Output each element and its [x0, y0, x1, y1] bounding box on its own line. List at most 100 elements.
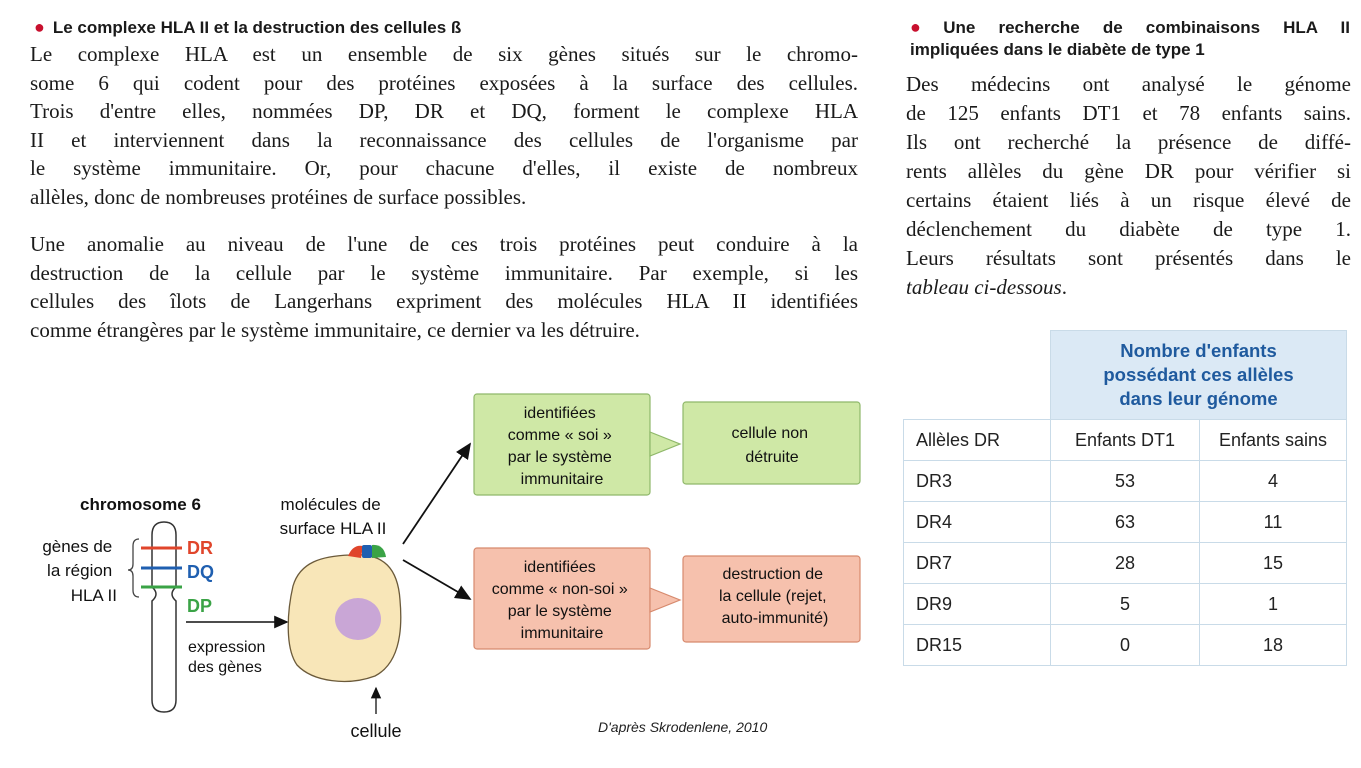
diagram-source: D'après Skrodenlene, 2010 — [598, 719, 768, 735]
table-blank-cell — [903, 330, 1051, 420]
box-destruction — [682, 555, 861, 643]
box-not-destroyed-line: cellule non — [732, 425, 809, 442]
paragraph-line: Le complexe HLA est un ensemble de six g… — [30, 42, 858, 66]
box-destruction-line: destruction de — [723, 566, 824, 583]
arrow-to-self — [402, 442, 472, 545]
molecules-label: molécules de surface HLA II — [280, 495, 387, 538]
paragraph-line: Une anomalie au niveau de l'une de ces t… — [30, 232, 858, 256]
box-nonself-text: identifiées comme « non-soi » par le sys… — [492, 559, 633, 642]
allele-cell: DR7 — [903, 542, 1051, 584]
paragraph-line: déclenchement du diabète de type 1. — [906, 217, 1351, 241]
left-section-title: ●Le complexe HLA II et la destruction de… — [34, 16, 461, 39]
paragraph-line: comme étrangères par le système immunita… — [30, 317, 640, 342]
expression-line: expression — [188, 639, 265, 656]
box-nonself-line: par le système — [508, 603, 612, 620]
table-row: DR15 0 18 — [903, 624, 1347, 666]
expression-label: expression des gènes — [188, 639, 270, 676]
genes-brace — [127, 538, 140, 598]
box-nonself-line: immunitaire — [521, 625, 604, 642]
sentence-end: . — [1061, 275, 1067, 299]
allele-cell: DR15 — [903, 624, 1051, 666]
box-self-line: par le système — [508, 449, 612, 466]
molecules-line: surface HLA II — [280, 519, 387, 538]
gene-dq-label: DQ — [187, 562, 214, 582]
col-dt1-header: Enfants DT1 — [1050, 419, 1200, 461]
right-section-title: ●Une recherche de combinaisons HLA II im… — [910, 16, 1350, 61]
right-title-line-2: impliquées dans le diabète de type 1 — [910, 40, 1205, 59]
right-title-text: Une recherche de combinaisons HLA II — [943, 18, 1350, 37]
hla-dp-molecule — [372, 544, 386, 558]
chromosome-label: chromosome 6 — [80, 495, 201, 514]
allele-cell: DR4 — [903, 501, 1051, 543]
box-self-text: identifiées comme « soi » par le système… — [508, 405, 617, 488]
dt1-cell: 53 — [1050, 460, 1200, 502]
table-column-row: Allèles DR Enfants DT1 Enfants sains — [903, 419, 1347, 461]
col-sains-header: Enfants sains — [1199, 419, 1347, 461]
paragraph-line: Ils ont recherché la présence de diffé- — [906, 130, 1351, 154]
col-alleles-header: Allèles DR — [903, 419, 1051, 461]
paragraph-line: Trois d'entre elles, nommées DP, DR et D… — [30, 99, 858, 123]
paragraph-line: destruction de la cellule par le système… — [30, 260, 858, 285]
paragraph-line: le système immunitaire. Or, pour chacune… — [30, 156, 858, 180]
dr-alleles-table: Nombre d'enfants possédant ces allèles d… — [903, 330, 1347, 666]
cell-label: cellule — [350, 721, 401, 741]
genes-label-line: la région — [47, 561, 112, 580]
table-header-row: Nombre d'enfants possédant ces allèles d… — [903, 330, 1347, 420]
sains-cell: 15 — [1199, 542, 1347, 584]
paragraph-line: allèles, donc de nombreuses protéines de… — [30, 184, 527, 209]
left-paragraph-1: Le complexe HLA est un ensemble de six g… — [30, 40, 858, 211]
hla-dr-molecule — [348, 545, 363, 558]
expression-line: des gènes — [188, 659, 262, 676]
paragraph-line: some 6 qui codent pour des protéines exp… — [30, 70, 858, 95]
sains-cell: 18 — [1199, 624, 1347, 666]
bullet-icon: ● — [34, 17, 45, 37]
allele-cell: DR3 — [903, 460, 1051, 502]
table-row: DR3 53 4 — [903, 460, 1347, 502]
box-nonself-pointer — [649, 587, 682, 613]
box-self-line: comme « soi » — [508, 427, 612, 444]
header-line: Nombre d'enfants — [1120, 340, 1277, 361]
box-destruction-text: destruction de la cellule (rejet, auto-i… — [719, 566, 831, 627]
hla-diagram: chromosome 6 gènes de la région HLA II D… — [42, 393, 861, 741]
box-nonself-line: identifiées — [524, 559, 596, 576]
genes-label: gènes de la région HLA II — [42, 537, 117, 605]
allele-cell: DR9 — [903, 583, 1051, 625]
box-not-destroyed-text: cellule non détruite — [732, 425, 813, 466]
box-not-destroyed — [682, 401, 861, 485]
genes-label-line: gènes de — [42, 537, 112, 556]
paragraph-line-last: tableau ci-dessous. — [906, 273, 1351, 302]
paragraph-line: Des médecins ont analysé le génome — [906, 72, 1351, 96]
box-not-destroyed-line: détruite — [745, 449, 798, 466]
bullet-icon: ● — [910, 17, 940, 37]
chromosome-shape — [151, 521, 177, 713]
table-row: DR4 63 11 — [903, 501, 1347, 543]
header-line: possédant ces allèles — [1103, 364, 1294, 385]
table-reference: tableau ci-dessous — [906, 275, 1062, 299]
paragraph-line: certains étaient liés à un risque élevé … — [906, 188, 1351, 212]
box-destruction-line: auto-immunité) — [722, 610, 829, 627]
paragraph-line: cellules des îlots de Langerhans exprime… — [30, 289, 858, 313]
dt1-cell: 28 — [1050, 542, 1200, 584]
box-nonself-line: comme « non-soi » — [492, 581, 628, 598]
sains-cell: 11 — [1199, 501, 1347, 543]
paragraph-line: rents allèles du gène DR pour vérifier s… — [906, 159, 1351, 183]
box-self-pointer — [649, 431, 682, 457]
dt1-cell: 63 — [1050, 501, 1200, 543]
sains-cell: 1 — [1199, 583, 1347, 625]
nucleus-shape — [335, 598, 381, 640]
box-self-line: identifiées — [524, 405, 596, 422]
table-row: DR7 28 15 — [903, 542, 1347, 584]
dt1-cell: 0 — [1050, 624, 1200, 666]
gene-dp-label: DP — [187, 596, 212, 616]
right-title-line-1: ●Une recherche de combinaisons HLA II — [910, 16, 1350, 39]
molecules-line: molécules de — [281, 495, 381, 514]
gene-dr-label: DR — [187, 538, 213, 558]
sains-cell: 4 — [1199, 460, 1347, 502]
arrow-to-nonself — [402, 559, 472, 600]
table-row: DR9 5 1 — [903, 583, 1347, 625]
paragraph-line: Leurs résultats sont présentés dans le — [906, 246, 1351, 270]
paragraph-line: de 125 enfants DT1 et 78 enfants sains. — [906, 101, 1351, 125]
dt1-cell: 5 — [1050, 583, 1200, 625]
box-self-line: immunitaire — [521, 471, 604, 488]
header-line: dans leur génome — [1119, 388, 1278, 409]
